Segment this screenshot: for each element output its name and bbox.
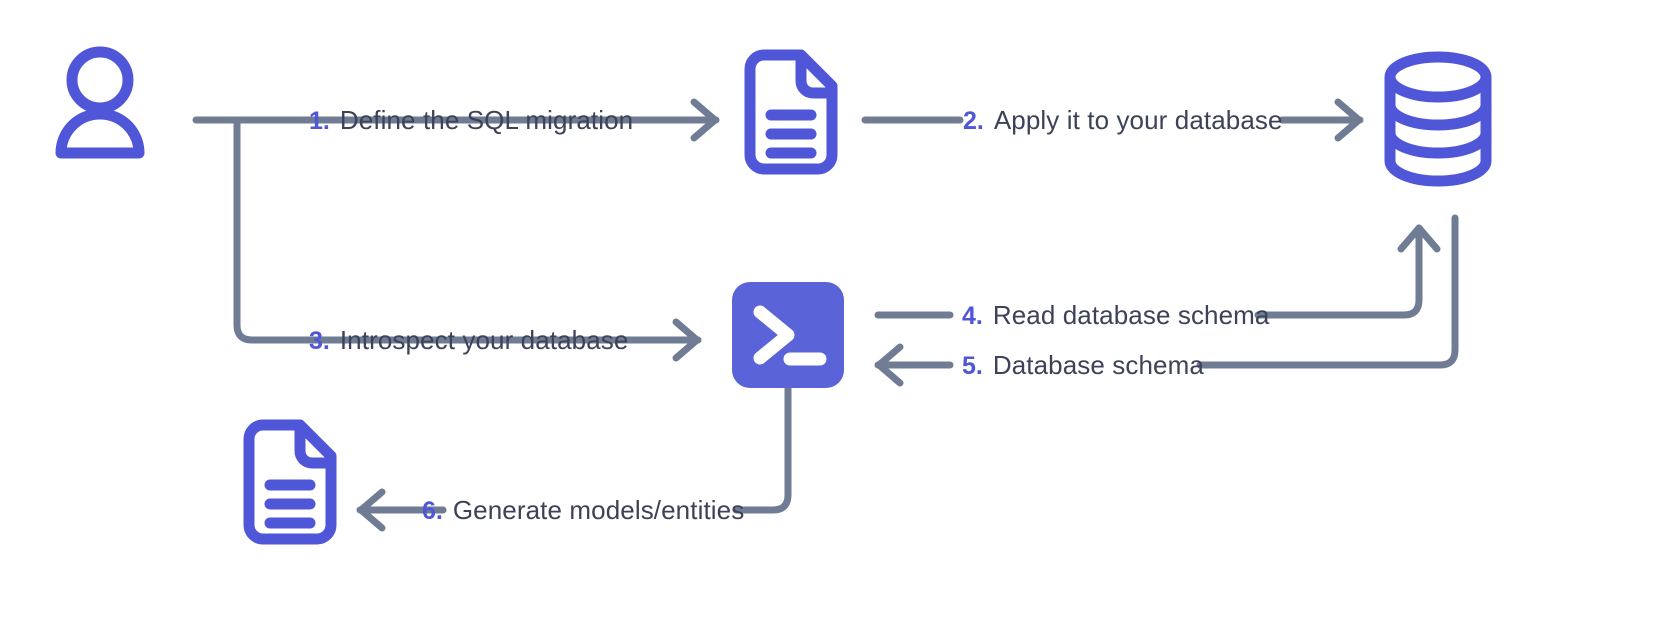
connector-step6-down-left <box>732 384 792 514</box>
step-text-2: Apply it to your database <box>993 105 1283 135</box>
database-icon <box>1384 51 1492 187</box>
terminal-icon <box>732 282 844 388</box>
step-label-1: 1. Define the SQL migration <box>309 107 633 134</box>
step-text-6: Generate models/entities <box>452 495 745 525</box>
step-number-5: 5. <box>962 352 983 380</box>
connector-step5-right-down <box>1196 214 1459 369</box>
arrowhead-step3 <box>672 318 701 362</box>
step-label-2: 2. Apply it to your database <box>963 107 1283 134</box>
step-text-4: Read database schema <box>992 300 1270 330</box>
connector-branch-to-step3 <box>233 116 304 344</box>
document-icon-migration <box>750 55 832 169</box>
user-icon <box>55 46 145 159</box>
arrowhead-step2 <box>1334 98 1363 142</box>
step-text-3: Introspect your database <box>339 325 629 355</box>
step-text-5: Database schema <box>992 350 1204 380</box>
connector-step4-right-up <box>1254 224 1423 319</box>
step-number-2: 2. <box>963 107 984 135</box>
step-number-6: 6. <box>422 497 443 525</box>
step-label-4: 4. Read database schema <box>962 302 1269 329</box>
step-label-5: 5. Database schema <box>962 352 1204 379</box>
document-icon-models <box>249 425 331 539</box>
step-number-3: 3. <box>309 327 330 355</box>
arrowhead-step1 <box>690 98 719 142</box>
step-text-1: Define the SQL migration <box>339 105 634 135</box>
step-number-1: 1. <box>309 107 330 135</box>
step-label-6: 6. Generate models/entities <box>422 497 744 524</box>
arrowhead-step6 <box>357 488 386 532</box>
arrowhead-step5 <box>875 343 904 387</box>
step-number-4: 4. <box>962 302 983 330</box>
step-label-3: 3. Introspect your database <box>309 327 628 354</box>
arrowhead-step4 <box>1397 224 1441 253</box>
